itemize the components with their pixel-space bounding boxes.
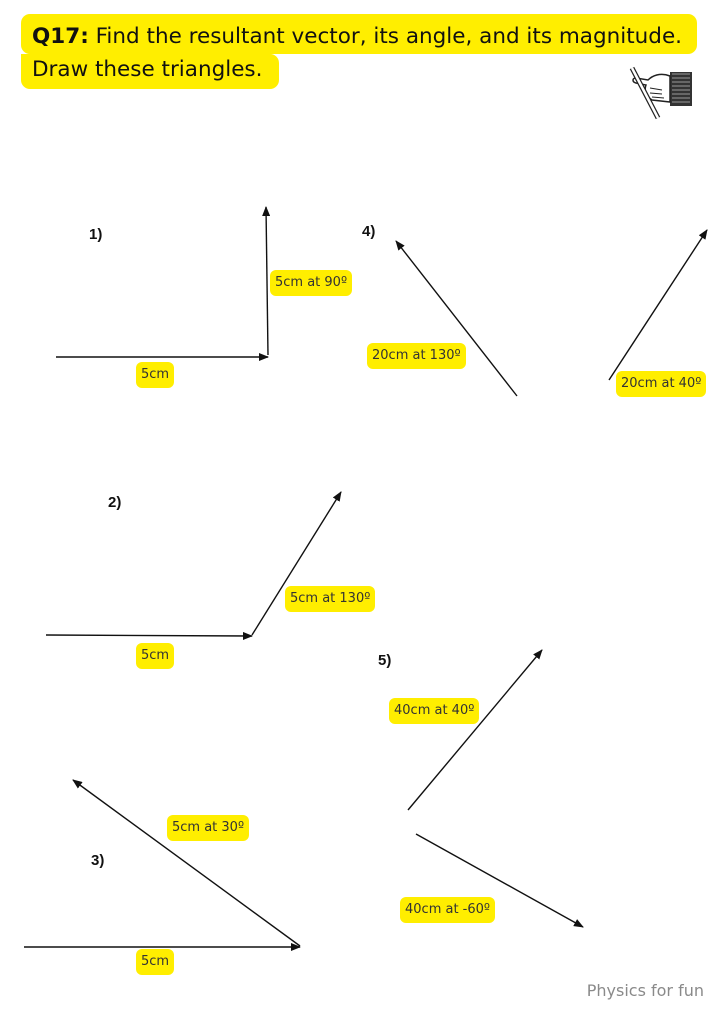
vector-label-5a: 40cm at 40º [389,698,480,724]
problem-number-2: 2) [108,494,122,511]
question-text-line1: Find the resultant vector, its angle, an… [88,24,682,49]
problem-number-5: 5) [378,652,392,669]
vector-label-3a: 5cm at 30º [167,815,250,841]
question-number: Q17: [32,24,89,49]
question-title: Q17: Find the resultant vector, its angl… [32,20,712,86]
vector-3b [72,779,301,947]
problem-number-4: 4) [362,223,376,240]
vector-label-4a: 20cm at 130º [367,343,466,369]
vector-label-5b: 40cm at -60º [400,897,496,923]
vector-2a [45,631,253,640]
problem-number-1: 1) [89,226,103,243]
vector-label-1b: 5cm [136,362,175,388]
vector-2b [251,491,342,636]
vector-label-3b: 5cm [136,949,175,975]
vector-label-1a: 5cm at 90º [270,270,353,296]
title-highlight-line2 [21,54,279,89]
vector-1b [262,206,271,356]
vector-5b [415,833,584,928]
problem-number-3: 3) [91,852,105,869]
vector-4b [608,229,708,381]
footer-credit: Physics for fun [586,981,704,1000]
vector-4a [395,240,518,397]
vector-label-4b: 20cm at 40º [616,371,707,397]
vector-label-2a: 5cm at 130º [285,586,376,612]
question-text-line2: Draw these triangles. [32,57,263,82]
title-highlight [21,14,697,54]
pointing-hand-icon [629,66,692,120]
vector-label-2b: 5cm [136,643,175,669]
vector-5a [407,649,543,811]
